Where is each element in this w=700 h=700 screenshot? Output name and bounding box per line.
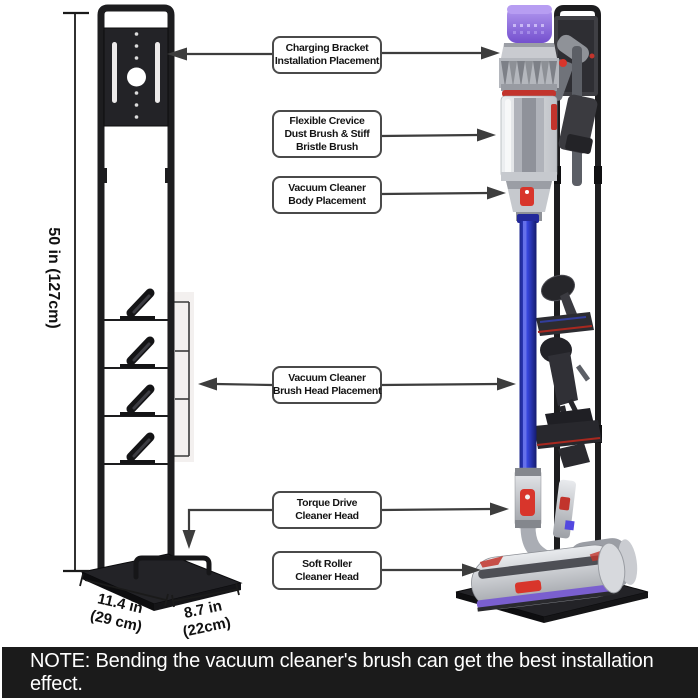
red-ring (502, 90, 556, 97)
callout-line: Cleaner Head (295, 570, 359, 583)
callout-line: Dust Brush & Stiff (284, 127, 370, 140)
height-dimension-label: 50 in (127cm) (45, 227, 62, 329)
callout-line: Soft Roller (302, 557, 352, 570)
combination-tool (541, 274, 575, 302)
base-handle (133, 555, 212, 580)
callout-brush-head-placement: Vacuum Cleaner Brush Head Placement (272, 366, 382, 404)
callout-line: Cleaner Head (295, 510, 359, 522)
arrow-brush-head-left (198, 377, 273, 391)
arrow-charging-bracket-right (381, 46, 500, 60)
arrow-torque-drive-right (380, 502, 509, 516)
arrow-charging-bracket-left (167, 47, 272, 61)
callout-line: Bristle Brush (295, 140, 359, 153)
arrow-body-placement (380, 186, 506, 200)
cyclone-crown (499, 58, 559, 91)
shelf-2 (534, 420, 602, 449)
blue-wand (519, 221, 537, 470)
callout-torque-drive: Torque Drive Cleaner Head (272, 491, 382, 529)
vacuum-body (499, 5, 559, 529)
callout-line: Brush Head Placement (272, 385, 382, 397)
stand-left-frame (97, 4, 175, 574)
callout-body-placement: Vacuum Cleaner Body Placement (272, 176, 382, 214)
arrow-torque-drive-left (182, 508, 272, 549)
soft-roller-head (471, 542, 626, 612)
callout-line: Vacuum Cleaner (288, 182, 366, 194)
callout-line: Flexible Crevice (289, 114, 365, 127)
accessories-top (544, 34, 598, 186)
trigger-red (559, 59, 567, 67)
callout-line: Charging Bracket (285, 42, 369, 54)
callout-crevice-brush: Flexible Crevice Dust Brush & Stiff Bris… (272, 110, 382, 158)
callout-line: Installation Placement (274, 55, 380, 67)
arrow-soft-roller (381, 563, 481, 577)
charging-bracket-plate (103, 27, 169, 127)
callout-soft-roller: Soft Roller Cleaner Head (272, 551, 382, 590)
roller-purple-stripe (476, 583, 619, 609)
wand-coupling (514, 467, 542, 529)
shelf-1 (536, 312, 594, 336)
stand-left (80, 4, 243, 611)
guide-bracket (172, 301, 190, 457)
callout-line: Body Placement (288, 195, 366, 207)
wand-release-red (520, 187, 534, 206)
stand-left-hooks (104, 288, 168, 465)
arrow-crevice-brush (380, 128, 496, 142)
clear-bin (500, 95, 558, 179)
note-text: NOTE: Bending the vacuum cleaner's brush… (30, 649, 654, 695)
arrow-brush-head-right (380, 377, 516, 391)
roller-red-latch (514, 580, 542, 594)
callout-charging-bracket: Charging Bracket Installation Placement (272, 36, 382, 74)
callout-line: Vacuum Cleaner (288, 372, 366, 384)
stand-right-frame (554, 5, 601, 574)
callout-arrows (167, 46, 516, 577)
callout-line: Torque Drive (296, 497, 358, 509)
dimension-lines (63, 11, 240, 608)
note-bar: NOTE: Bending the vacuum cleaner's brush… (2, 647, 698, 698)
accessories-middle (534, 274, 602, 468)
